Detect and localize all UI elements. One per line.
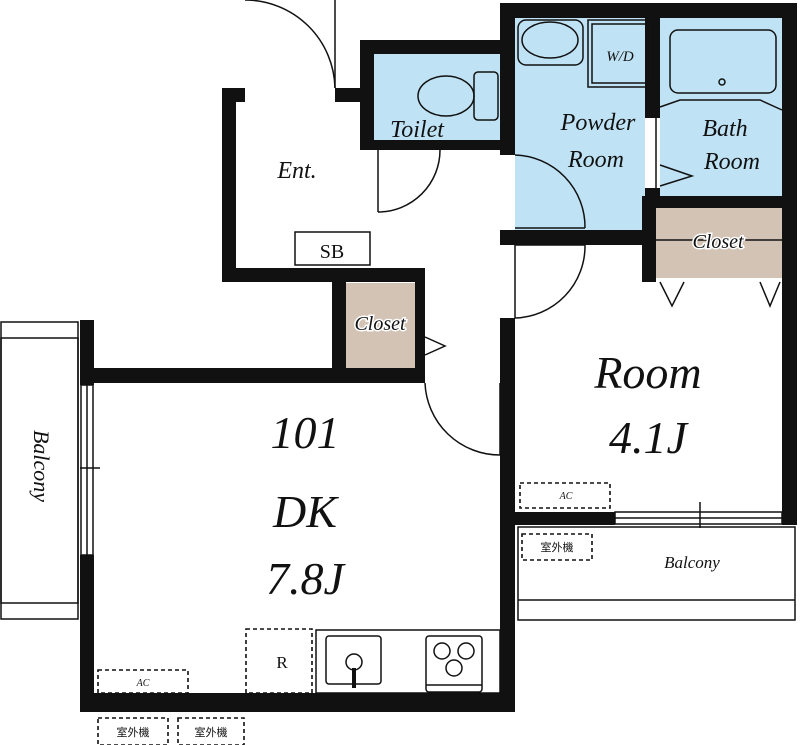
toilet-door[interactable] <box>377 149 441 213</box>
label-washer-dryer: W/D <box>606 49 634 65</box>
label-closet-center: Closet <box>354 313 406 335</box>
label-toilet: Toilet <box>390 117 445 143</box>
label-ac-dk: AC <box>136 678 150 689</box>
bath-room-area <box>660 18 782 196</box>
label-room-size: 4.1J <box>609 412 690 463</box>
label-refrigerator: R <box>276 653 288 672</box>
window-room <box>614 502 783 528</box>
label-unit-number: 101 <box>271 407 340 458</box>
refrigerator-space <box>245 628 313 694</box>
label-shoe-box: SB <box>320 241 344 263</box>
shoe-box <box>294 231 371 266</box>
label-bath-2: Room <box>703 149 760 175</box>
label-dk-name: DK <box>272 486 339 537</box>
balcony-left <box>0 321 79 620</box>
label-ac-room: AC <box>559 491 573 502</box>
ac-room <box>519 482 611 509</box>
label-outdoor-unit-2: 室外機 <box>117 725 150 739</box>
label-dk-size: 7.8J <box>266 553 347 604</box>
label-room-name: Room <box>593 347 701 398</box>
closet-center-door[interactable] <box>424 336 447 356</box>
label-powder-1: Powder <box>560 110 636 136</box>
closet-center-area <box>346 283 415 368</box>
outdoor-unit-2 <box>97 717 169 745</box>
powder-room-area <box>515 18 645 230</box>
window-dk <box>80 384 100 556</box>
outdoor-unit-1 <box>521 533 593 561</box>
toilet-area <box>374 54 500 140</box>
label-balcony-right: Balcony <box>664 553 720 572</box>
stove-icon <box>425 635 483 693</box>
label-bath-1: Bath <box>702 116 747 142</box>
label-closet-right: Closet <box>692 231 744 253</box>
bath-door[interactable] <box>655 118 695 188</box>
balcony-right <box>517 526 796 621</box>
ac-dk <box>97 669 189 694</box>
washer-dryer-icon <box>587 19 654 88</box>
dk-door[interactable] <box>424 382 501 456</box>
walls <box>80 3 797 712</box>
entrance-door[interactable] <box>244 0 336 89</box>
outdoor-unit-3 <box>177 717 245 745</box>
bathtub-icon <box>659 29 783 111</box>
label-outdoor-unit-3: 室外機 <box>195 725 228 739</box>
toilet-icon <box>417 71 499 121</box>
label-powder-2: Room <box>567 147 624 173</box>
label-balcony-left: Balcony <box>29 430 54 502</box>
sink-icon <box>517 19 584 66</box>
closet-right-area <box>656 208 782 278</box>
room-door[interactable] <box>514 244 586 319</box>
kitchen-counter <box>315 629 501 694</box>
label-outdoor-unit-1: 室外機 <box>541 540 574 554</box>
closet-right-doors[interactable] <box>656 239 782 308</box>
label-entrance: Ent. <box>276 158 316 184</box>
powder-room-door[interactable] <box>514 154 586 229</box>
